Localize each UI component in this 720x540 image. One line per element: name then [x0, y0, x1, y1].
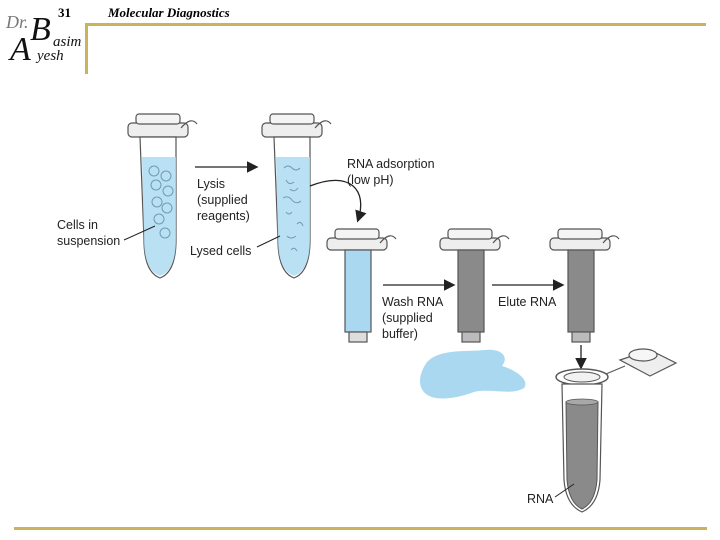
- tube-cells-in-suspension: [127, 113, 198, 279]
- label-supplied: (supplied: [197, 193, 248, 207]
- slide-title: Molecular Diagnostics: [108, 5, 230, 20]
- label-lysed-cells: Lysed cells: [190, 244, 251, 258]
- cell-debris: [282, 165, 304, 252]
- header-divider: [85, 23, 706, 26]
- label-elute-rna: Elute RNA: [498, 295, 557, 309]
- logo-b-letter: B: [30, 11, 51, 48]
- logo-asim-text: asim: [53, 34, 82, 50]
- pointer-rna: [554, 483, 575, 498]
- column-wash: [439, 228, 510, 343]
- column-elution: [549, 228, 620, 343]
- column-adsorption: [326, 228, 397, 343]
- label-cells-in: Cells in: [57, 218, 98, 232]
- collection-tube: [555, 348, 678, 513]
- label-suspension: suspension: [57, 234, 120, 248]
- logo-yesh-text: yesh: [35, 48, 64, 64]
- footer-divider: [14, 527, 707, 530]
- label-supplied-buffer: (supplied: [382, 311, 433, 325]
- author-logo: Dr. B asim A yesh: [4, 6, 88, 70]
- label-rna: RNA: [527, 492, 554, 506]
- pointer-cells: [123, 225, 156, 241]
- arrow-transfer-to-column: [309, 179, 367, 223]
- label-reagents: reagents): [197, 209, 250, 223]
- logo-dr-text: Dr.: [5, 12, 29, 32]
- page-number: 31: [58, 5, 71, 20]
- label-wash-rna: Wash RNA: [382, 295, 444, 309]
- label-low-ph: (low pH): [347, 173, 394, 187]
- tube-lysed-cells: [261, 113, 332, 279]
- waste-puddle: [419, 349, 526, 399]
- suspended-cells: [148, 165, 174, 239]
- label-lysis: Lysis: [197, 177, 225, 191]
- header-vertical-divider: [85, 23, 88, 74]
- logo-a-letter: A: [8, 31, 31, 68]
- label-buffer: buffer): [382, 327, 418, 341]
- pointer-lysed-cells: [256, 235, 281, 248]
- label-rna-adsorption: RNA adsorption: [347, 157, 435, 171]
